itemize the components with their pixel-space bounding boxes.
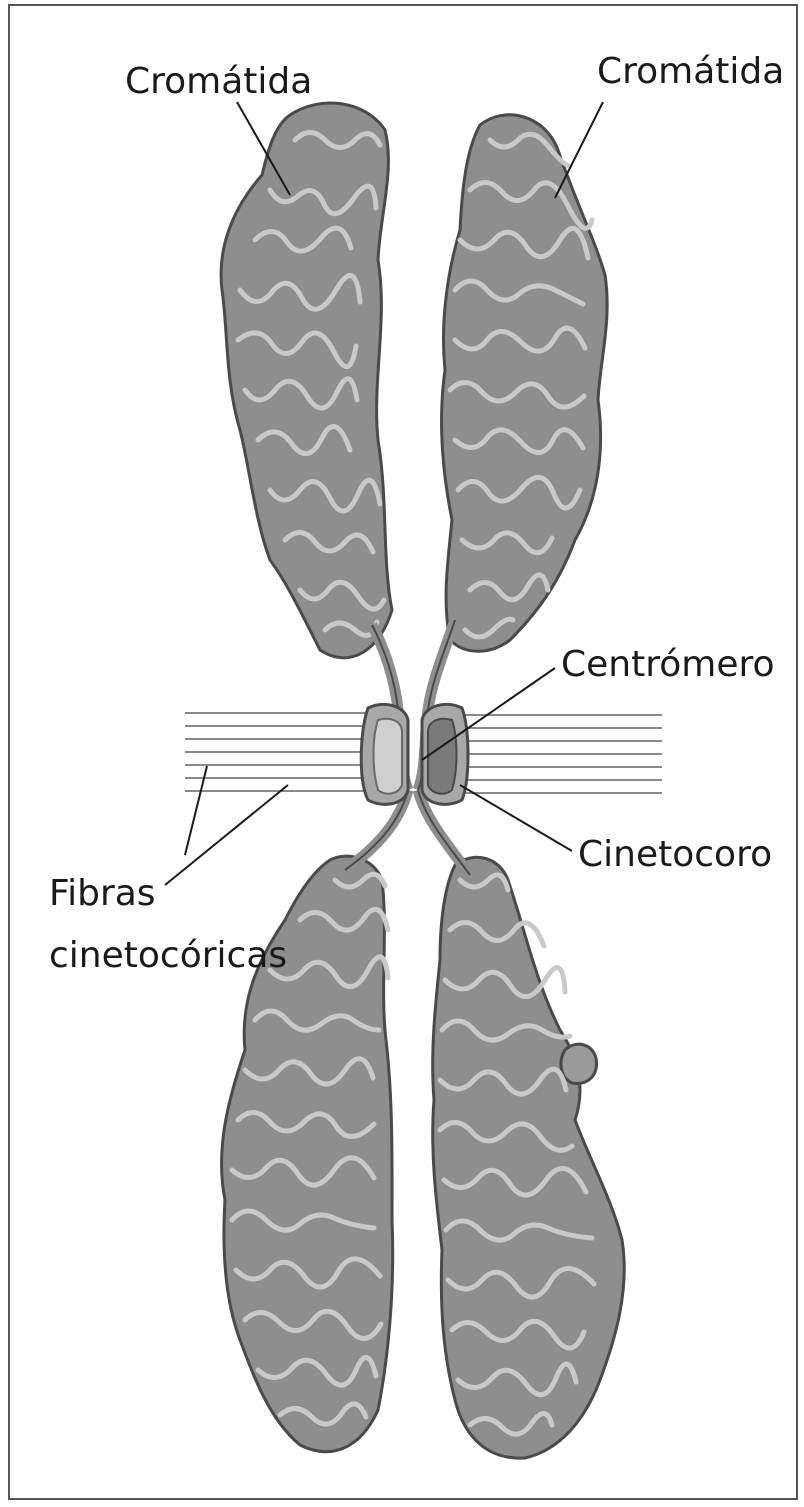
kinetochore-left-inner: [374, 719, 403, 794]
label-fibers-line2: cinetocóricas: [49, 935, 287, 976]
label-centromere: Centrómero: [561, 644, 775, 685]
chromatid-side-bud: [561, 1044, 597, 1083]
kinetochore-right-inner: [428, 719, 457, 794]
label-chromatid-right: Cromátida: [597, 51, 784, 92]
label-chromatid-left: Cromátida: [125, 61, 312, 102]
label-fibers-line1: Fibras: [49, 873, 156, 914]
label-kinetochore: Cinetocoro: [578, 834, 772, 875]
